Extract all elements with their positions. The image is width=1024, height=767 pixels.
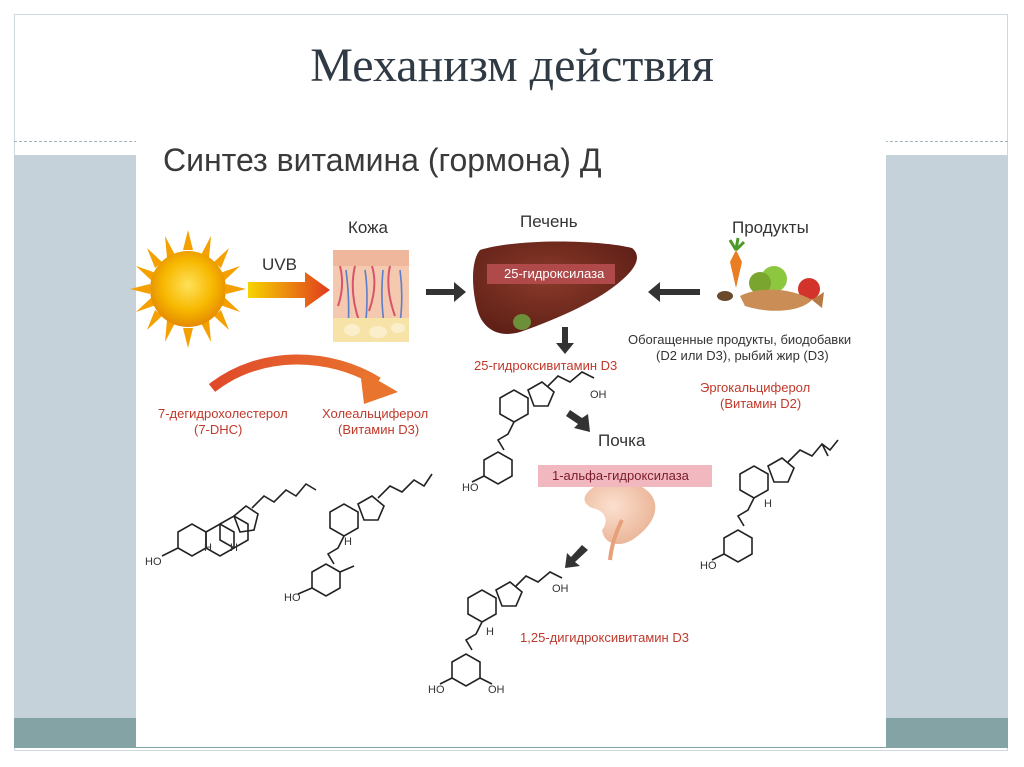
arrow-skin-to-liver (426, 282, 466, 302)
arrow-liver-down (556, 327, 574, 354)
chem-oh-125d3-ring: OH (488, 684, 505, 696)
structure-25-hydroxy-d3 (471, 371, 595, 485)
label-products-line1: Обогащенные продукты, биодобавки (628, 332, 852, 347)
arrow-kidney-down (565, 545, 588, 568)
curved-arrow-7dhc-to-d3 (208, 354, 381, 392)
label-kidney-enzyme: 1-альфа-гидроксилаза (552, 468, 689, 483)
chem-oh-25d3: OH (590, 389, 607, 401)
label-d3-line2: (Витамин D3) (338, 422, 420, 437)
label-products: Продукты (732, 218, 809, 237)
chem-oh-125d3: OH (552, 583, 569, 595)
food-products-icon (717, 237, 824, 311)
structure-vitamin-d3 (297, 473, 433, 597)
chem-ho-7dhc: HO (145, 556, 162, 568)
chem-ho-25d3: HO (462, 482, 479, 494)
label-25-hydroxy-d3: 25-гидроксивитамин D3 (474, 358, 618, 373)
chem-h-d3: H (344, 536, 352, 548)
uvb-arrow (248, 272, 330, 308)
chem-h-7dhc-2: H (230, 542, 238, 554)
liver-icon (473, 241, 637, 334)
chem-ho-d3: HO (284, 592, 301, 604)
arrow-to-kidney (566, 410, 590, 432)
chem-ho-d2: HO (700, 560, 717, 572)
label-liver: Печень (520, 212, 578, 231)
kidney-enzyme-box (538, 465, 712, 487)
diagram-title: Синтез витамина (гормона) Д (163, 142, 602, 178)
label-products-line2: (D2 или D3), рыбий жир (D3) (656, 348, 829, 363)
label-7dhc-line1: 7-дегидрохолестерол (158, 406, 288, 421)
liver-enzyme-box (487, 264, 615, 284)
arrow-products-to-liver (648, 282, 700, 302)
label-kidney: Почка (598, 431, 646, 450)
label-uvb: UVB (262, 255, 297, 274)
kidney-icon (584, 481, 656, 561)
chem-h-125d3: H (486, 626, 494, 638)
chem-h-d2: H (764, 498, 772, 510)
slide-title: Механизм действия (310, 39, 714, 92)
chem-ho-125d3: HO (428, 684, 445, 696)
label-liver-enzyme: 25-гидроксилаза (504, 266, 605, 281)
structure-7dhc (161, 482, 317, 557)
structure-vitamin-d2 (711, 439, 839, 563)
label-d3-line1: Холеальциферол (322, 406, 429, 421)
label-d2-line1: Эргокальциферол (700, 380, 811, 395)
structure-1-25-dihydroxy-d3 (439, 571, 563, 687)
chem-h-7dhc: H (204, 542, 212, 554)
label-7dhc-line2: (7-DHC) (194, 422, 243, 437)
label-skin: Кожа (348, 218, 388, 237)
label-d2-line2: (Витамин D2) (720, 396, 802, 411)
skin-icon (333, 250, 409, 342)
label-1-25-dihydroxy-d3: 1,25-дигидроксивитамин D3 (520, 630, 689, 645)
sun-icon (130, 230, 246, 348)
